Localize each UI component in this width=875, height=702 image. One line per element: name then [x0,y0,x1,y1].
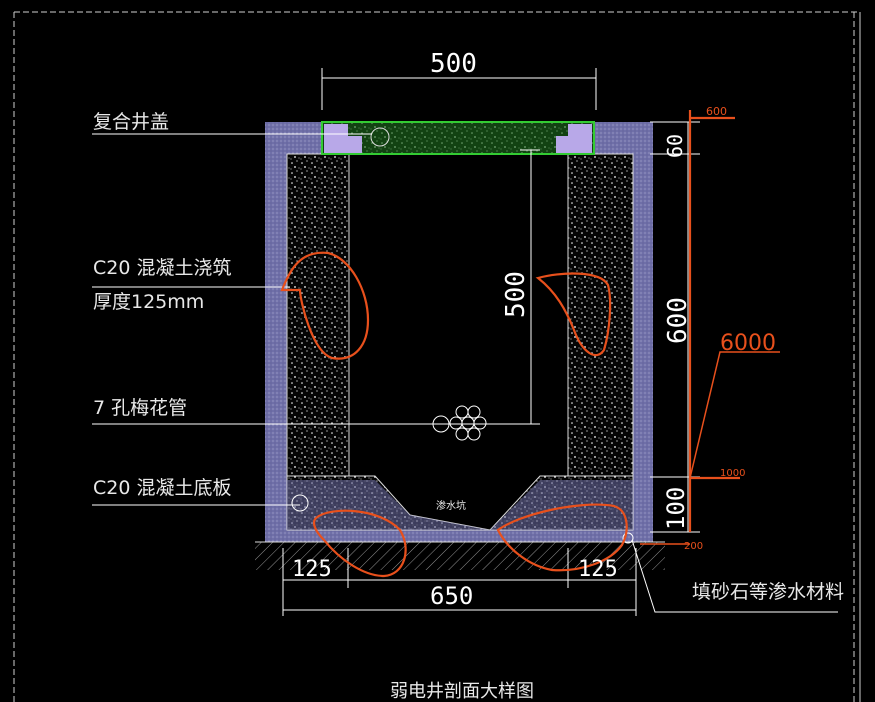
plum-pipe [432,405,487,441]
label-wall-thickness: 厚度125mm [93,291,204,313]
leader-lines [92,133,838,613]
concrete-walls [286,153,634,477]
label-seepage-pit: 渗水坑 [436,499,466,512]
dim-inner-height: 500 [501,271,531,318]
dim-top-width: 500 [430,49,477,79]
dim-base-thickness: 100 [662,487,690,530]
ground-hatch [255,542,665,570]
note-1000: 1000 [720,468,745,479]
drawing-title: 弱电井剖面大样图 [390,681,534,702]
base-slab [286,475,634,531]
label-base-slab: C20 混凝土底板 [93,477,231,499]
drawing-frame [13,11,861,702]
label-wall-concrete: C20 混凝土浇筑 [93,257,231,279]
red-markup [280,110,780,578]
dim-cover-thickness: 60 [663,134,687,158]
dim-total-height: 600 [663,297,693,344]
note-200: 200 [684,541,703,552]
dimension-lines [282,68,700,616]
dim-left-wall: 125 [292,557,332,582]
label-pipe: 7 孔梅花管 [93,397,187,419]
label-cover: 复合井盖 [93,111,169,133]
manhole-cover [321,121,595,155]
label-fill-material: 填砂石等渗水材料 [692,581,844,603]
dim-right-wall: 125 [578,557,618,582]
note-6000: 6000 [720,331,776,356]
note-600: 600 [706,105,727,118]
dim-bottom-width: 650 [430,582,473,610]
